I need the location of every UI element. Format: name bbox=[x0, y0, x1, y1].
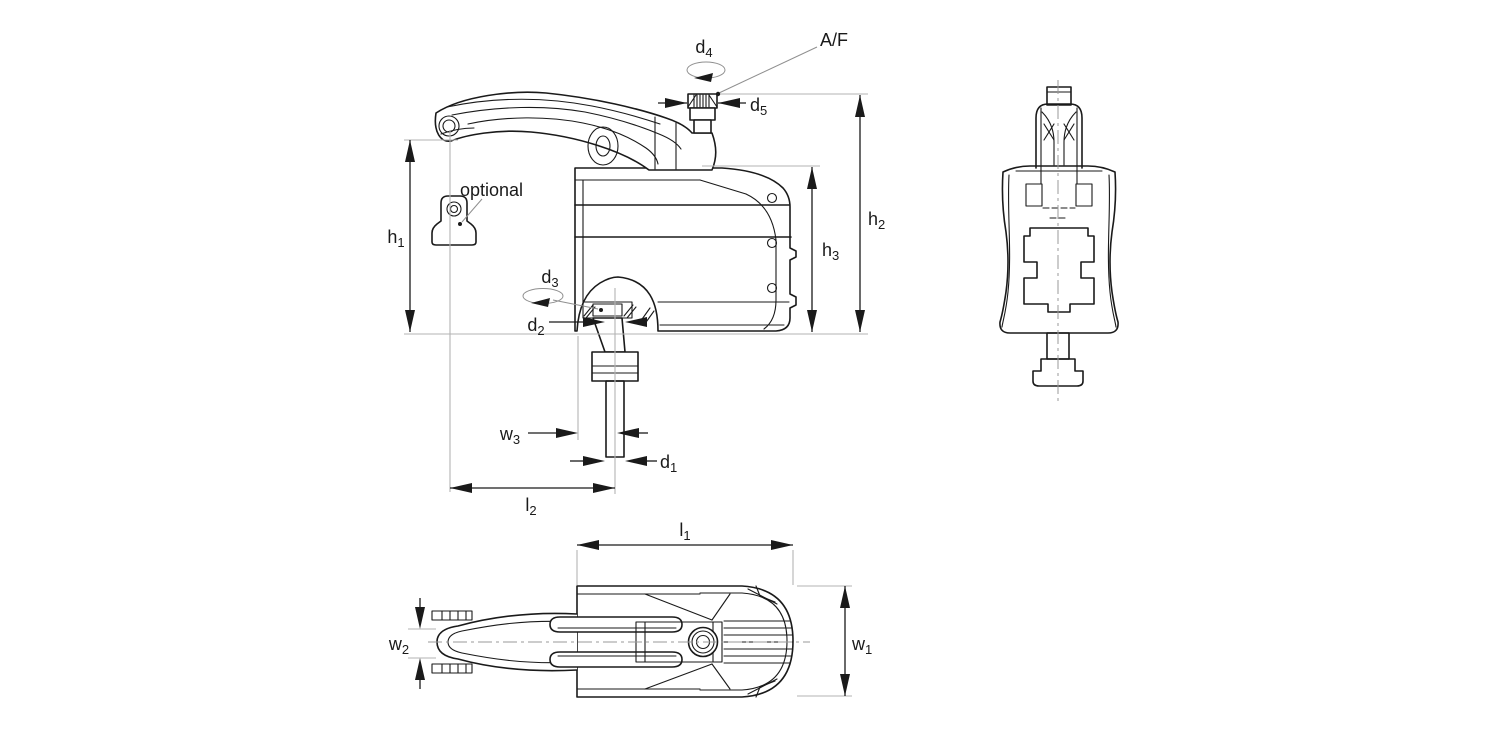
dimension-h3: h3 bbox=[807, 167, 839, 332]
label-w3: w3 bbox=[499, 424, 520, 447]
dimension-d4: d4 bbox=[686, 37, 726, 82]
label-d1: d1 bbox=[660, 452, 677, 475]
screw-washer bbox=[689, 107, 716, 121]
label-d5: d5 bbox=[750, 95, 767, 118]
dimension-h1: h1 bbox=[387, 140, 415, 332]
screw-collar bbox=[693, 119, 712, 134]
callout-af: A/F bbox=[715, 30, 848, 97]
pivot-hole bbox=[442, 119, 456, 133]
dimension-w1: w1 bbox=[840, 586, 872, 696]
dimension-l2: l2 bbox=[450, 483, 615, 518]
spindle-window-inner bbox=[592, 303, 623, 317]
top-body-inner bbox=[699, 592, 788, 691]
body-line bbox=[699, 179, 747, 195]
end-body-inner bbox=[1107, 174, 1117, 328]
clamp-body bbox=[574, 167, 797, 332]
dimension-h2: h2 bbox=[855, 95, 885, 332]
lever-rear-boss-inner bbox=[595, 135, 611, 157]
lever-housing bbox=[1035, 103, 1083, 169]
dimension-d5: d5 bbox=[658, 95, 767, 118]
label-w2: w2 bbox=[388, 634, 409, 657]
label-d3: d3 bbox=[541, 267, 558, 290]
dimension-d3: d3 bbox=[522, 267, 599, 310]
pivot-boss bbox=[438, 115, 460, 137]
dimension-d2: d2 bbox=[527, 315, 647, 338]
leader-dot bbox=[599, 308, 603, 312]
end-tab-right bbox=[1075, 183, 1093, 207]
fork-slot-bottom bbox=[549, 651, 683, 668]
hand-lever bbox=[434, 91, 717, 171]
lever-contour bbox=[440, 127, 475, 135]
bracket-hole-outer bbox=[446, 201, 462, 217]
bracket-outline bbox=[431, 195, 477, 246]
top-view bbox=[428, 585, 810, 698]
thread-hatch bbox=[687, 94, 718, 108]
end-inner-profile bbox=[1023, 227, 1095, 313]
body-corner-inner bbox=[745, 193, 777, 330]
lever-rear-boss bbox=[587, 126, 619, 166]
housing-funnel bbox=[1041, 111, 1055, 166]
housing-funnel bbox=[1063, 111, 1077, 166]
extension-lines bbox=[404, 93, 868, 697]
label-optional: optional bbox=[460, 180, 523, 200]
callout-optional: optional bbox=[458, 180, 523, 226]
body-hole bbox=[766, 237, 778, 249]
body-outline bbox=[574, 167, 797, 332]
label-h3: h3 bbox=[822, 240, 839, 263]
dimension-l1: l1 bbox=[577, 520, 793, 550]
top-body-chamfers bbox=[644, 585, 778, 698]
end-body-inner bbox=[1001, 174, 1011, 328]
end-spindle-foot bbox=[1032, 358, 1084, 387]
label-d4: d4 bbox=[695, 37, 712, 60]
label-l2: l2 bbox=[525, 495, 536, 518]
label-w1: w1 bbox=[851, 634, 872, 657]
lever-contour bbox=[467, 117, 659, 165]
body-hole bbox=[766, 282, 778, 294]
lever-contour bbox=[446, 98, 661, 125]
label-h2: h2 bbox=[868, 209, 885, 232]
top-body-ribs bbox=[723, 620, 794, 664]
lever-contour bbox=[451, 106, 682, 150]
top-body-outline bbox=[576, 585, 794, 698]
end-tab-left bbox=[1025, 183, 1043, 207]
pressure-screw bbox=[687, 93, 718, 134]
dimension-w2: w2 bbox=[388, 598, 425, 689]
fork-slot-top bbox=[549, 616, 683, 633]
end-view bbox=[999, 80, 1119, 402]
label-l1: l1 bbox=[679, 520, 690, 543]
dimension-w3: w3 bbox=[499, 424, 648, 447]
hatch-left bbox=[583, 304, 596, 319]
label-h1: h1 bbox=[387, 227, 404, 250]
top-handle-ribs bbox=[431, 610, 473, 674]
body-hole bbox=[766, 192, 778, 204]
dimension-d1: d1 bbox=[570, 452, 677, 475]
optional-bracket bbox=[431, 195, 477, 246]
lever-outline bbox=[434, 91, 717, 171]
label-d2: d2 bbox=[527, 315, 544, 338]
front-view bbox=[431, 91, 797, 458]
end-body-outline bbox=[999, 165, 1119, 334]
label-af: A/F bbox=[820, 30, 848, 50]
lever-cap bbox=[1046, 86, 1072, 106]
bracket-hole-inner bbox=[449, 204, 459, 214]
housing-cross bbox=[1043, 123, 1075, 141]
